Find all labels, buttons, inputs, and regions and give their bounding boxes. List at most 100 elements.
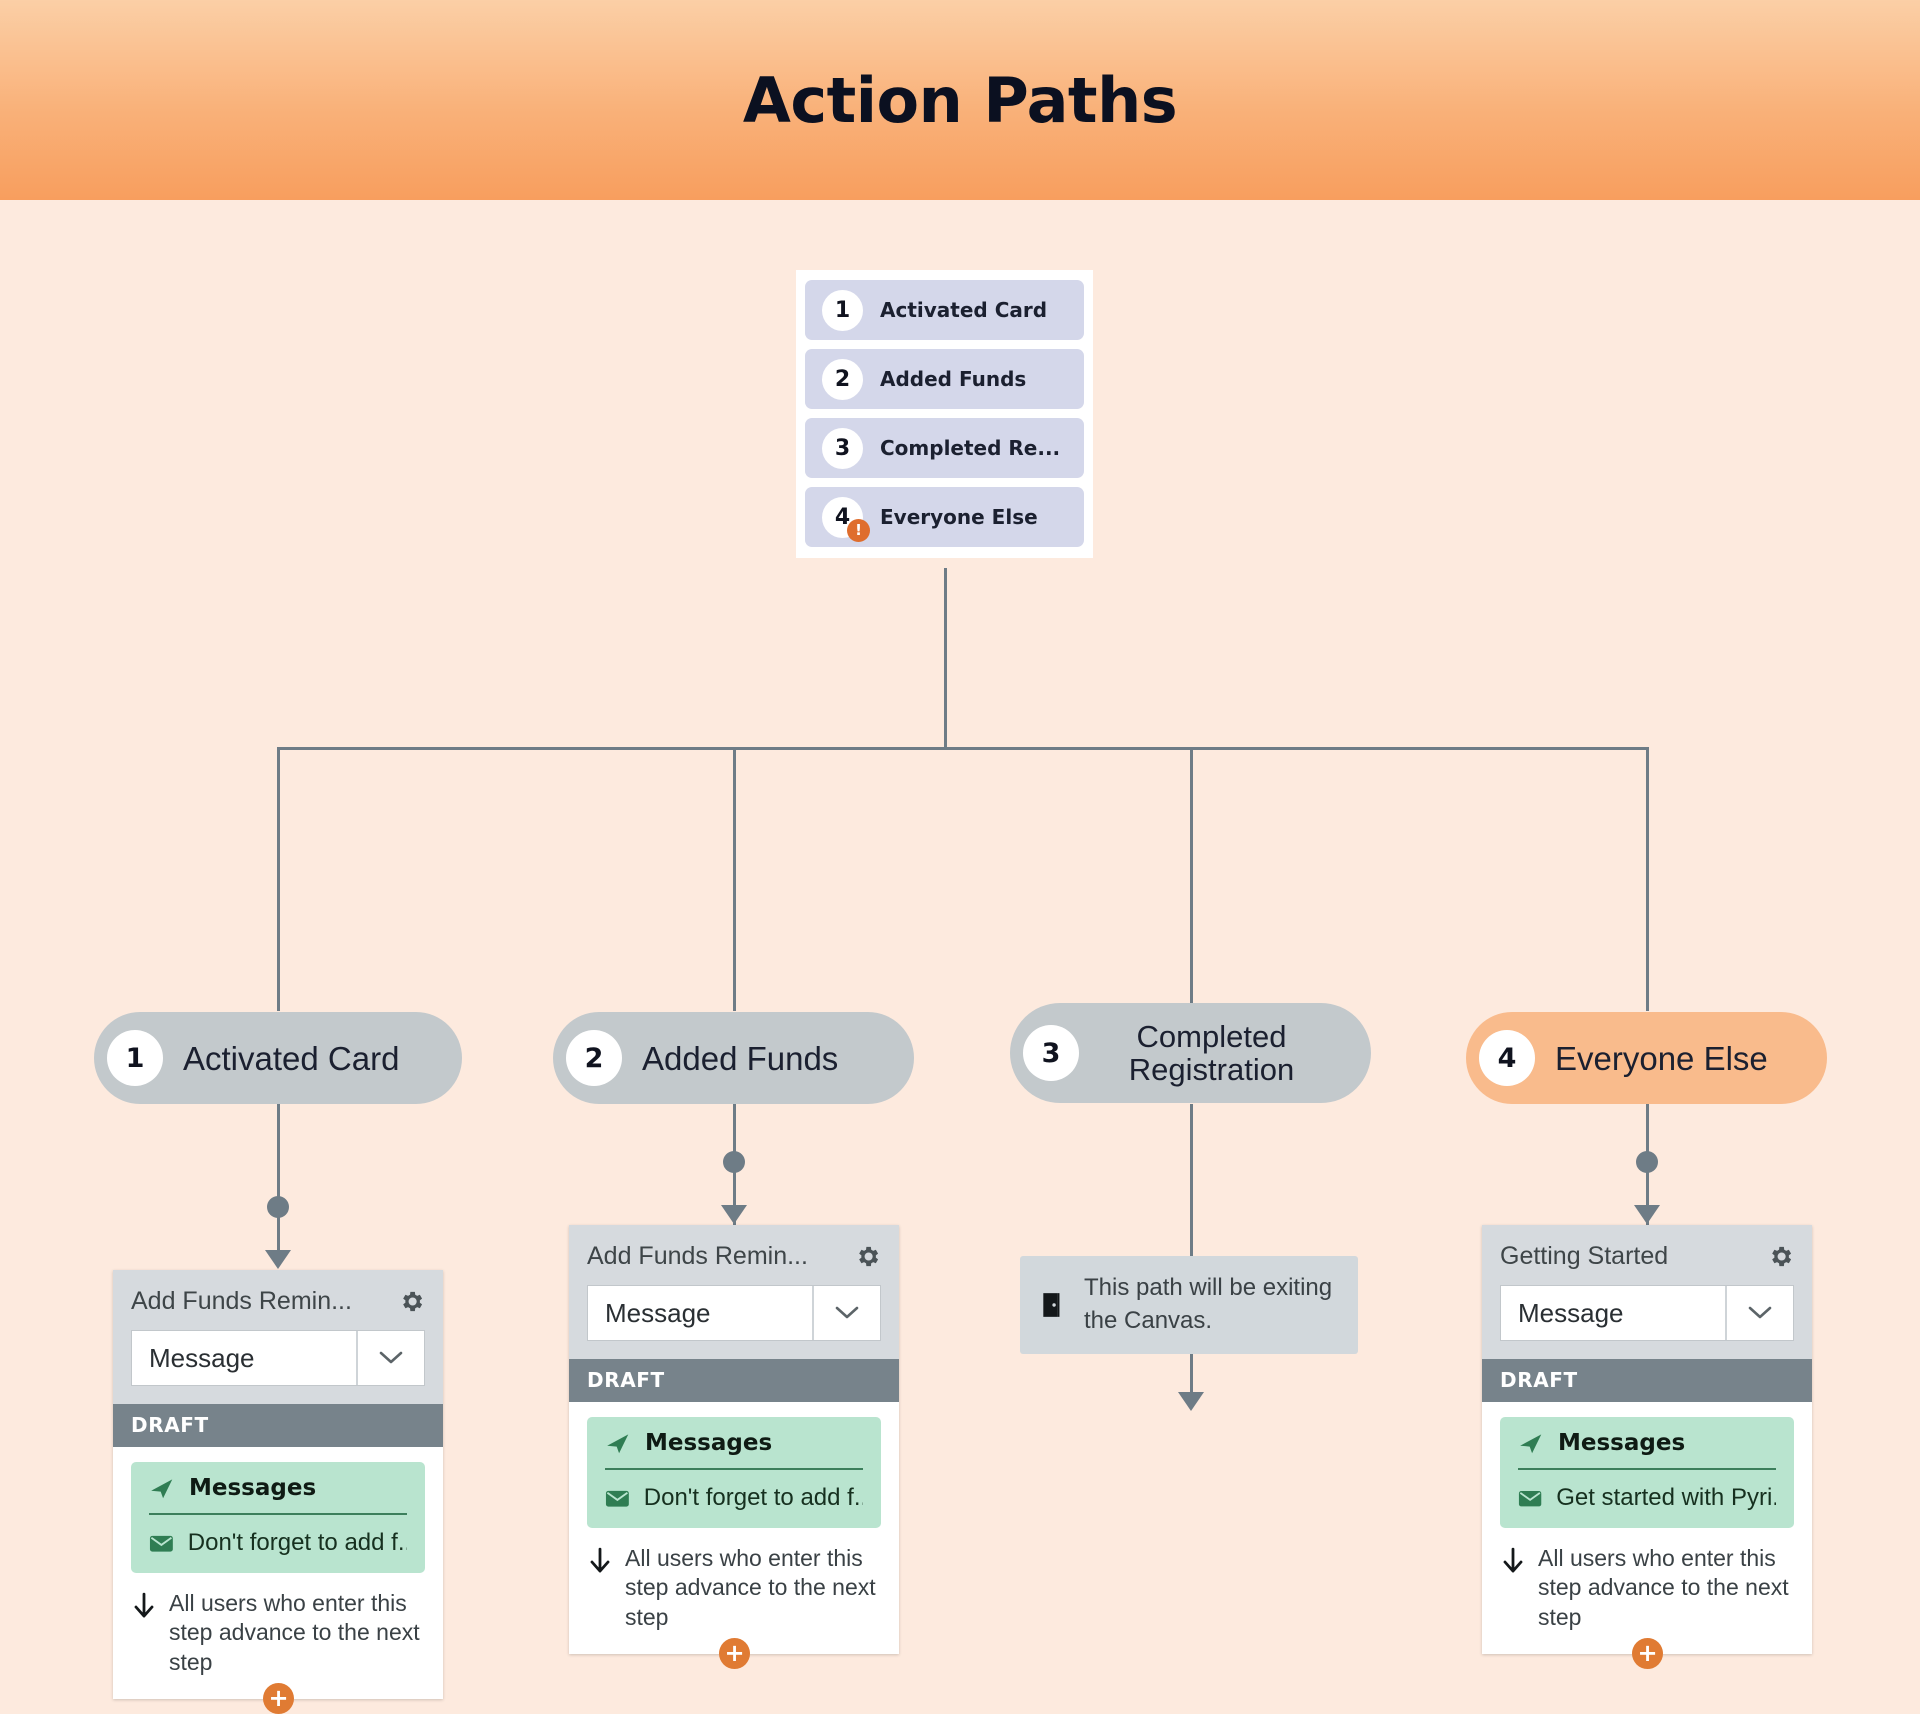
- step-card-header: Add Funds Remin... Message: [113, 1270, 443, 1404]
- chevron-down-icon[interactable]: [356, 1331, 424, 1385]
- warning-icon: !: [847, 518, 870, 542]
- messages-block[interactable]: Messages Don't forget to add f...: [587, 1417, 881, 1528]
- divider: [149, 1513, 407, 1515]
- step-card-3[interactable]: Getting Started Message DRAFT Messages: [1482, 1225, 1812, 1670]
- arrow-down-icon: [1634, 1205, 1660, 1224]
- advance-rule: All users who enter this step advance to…: [587, 1544, 881, 1632]
- gear-icon[interactable]: [1767, 1243, 1794, 1270]
- step-card-body: Messages Don't forget to add f... All us…: [113, 1447, 443, 1699]
- advance-rule: All users who enter this step advance to…: [131, 1589, 425, 1677]
- envelope-icon: [1518, 1490, 1542, 1506]
- branch-pill-3[interactable]: 3 Completed Registration: [1010, 1003, 1371, 1103]
- paper-plane-icon: [151, 1479, 173, 1499]
- page-banner: Action Paths: [0, 0, 1920, 200]
- legend-number: 4: [834, 504, 851, 530]
- exit-canvas-note: This path will be exiting the Canvas.: [1020, 1256, 1358, 1354]
- connector-branch-4: [1646, 747, 1649, 1011]
- status-badge: DRAFT: [113, 1404, 443, 1447]
- connector-trunk: [944, 568, 947, 748]
- connector-branch-2: [733, 747, 736, 1011]
- chevron-down-icon[interactable]: [1725, 1286, 1793, 1340]
- branch-pill-1[interactable]: 1 Activated Card: [94, 1012, 462, 1104]
- legend-number: 3: [834, 435, 851, 461]
- legend-item-label: Everyone Else: [880, 505, 1038, 529]
- step-card-header-row: Add Funds Remin...: [131, 1287, 425, 1316]
- chevron-down-icon[interactable]: [812, 1286, 880, 1340]
- branch-pill-4[interactable]: 4 Everyone Else: [1466, 1012, 1827, 1104]
- step-card-header-row: Getting Started: [1500, 1242, 1794, 1271]
- add-step-button[interactable]: +: [1632, 1638, 1663, 1670]
- divider: [1518, 1468, 1776, 1470]
- message-item-label: Don't forget to add f...: [643, 1484, 863, 1511]
- message-item-label: Don't forget to add f...: [187, 1529, 407, 1556]
- step-card-title: Getting Started: [1500, 1242, 1669, 1270]
- message-item-label: Get started with Pyri...: [1556, 1484, 1776, 1511]
- paper-plane-icon: [1520, 1434, 1542, 1454]
- messages-header-row: Messages: [1518, 1430, 1776, 1456]
- message-list-item[interactable]: Get started with Pyri...: [1518, 1484, 1776, 1512]
- branch-number-badge: 2: [566, 1030, 622, 1086]
- legend-item-1[interactable]: 1 Activated Card: [805, 280, 1084, 340]
- step-card-title: Add Funds Remin...: [587, 1242, 808, 1270]
- legend-number: 1: [834, 297, 851, 323]
- branch-label: Completed Registration: [1128, 1018, 1295, 1087]
- branch-pill-2[interactable]: 2 Added Funds: [553, 1012, 914, 1104]
- step-card-2[interactable]: Add Funds Remin... Message DRAFT Messa: [569, 1225, 899, 1670]
- messages-header-row: Messages: [605, 1430, 863, 1456]
- branch-label: Added Funds: [642, 1039, 839, 1077]
- entry-node-legend[interactable]: 1 Activated Card 2 Added Funds 3 Complet…: [796, 270, 1093, 558]
- door-exit-icon: [1043, 1293, 1060, 1317]
- paper-plane-icon: [607, 1434, 629, 1454]
- gear-icon[interactable]: [398, 1288, 425, 1315]
- legend-item-label: Activated Card: [880, 298, 1048, 322]
- messages-block[interactable]: Messages Get started with Pyri...: [1500, 1417, 1794, 1528]
- add-step-label: +: [1637, 1639, 1658, 1668]
- step-card-title: Add Funds Remin...: [131, 1287, 352, 1315]
- legend-number-badge: 1: [822, 289, 863, 331]
- flow-canvas: 1 Activated Card 2 Added Funds 3 Complet…: [0, 200, 1920, 1714]
- add-step-button[interactable]: +: [263, 1683, 294, 1714]
- messages-block[interactable]: Messages Don't forget to add f...: [131, 1462, 425, 1573]
- arrow-down-icon: [1503, 1547, 1523, 1573]
- legend-number-badge: 4 !: [822, 496, 870, 542]
- step-card-header: Add Funds Remin... Message: [569, 1225, 899, 1359]
- status-badge: DRAFT: [1482, 1359, 1812, 1402]
- legend-item-label: Added Funds: [880, 367, 1027, 391]
- legend-item-2[interactable]: 2 Added Funds: [805, 349, 1084, 409]
- legend-item-4[interactable]: 4 ! Everyone Else: [805, 487, 1084, 547]
- legend-item-3[interactable]: 3 Completed Re...: [805, 418, 1084, 478]
- connector-branch-3: [1190, 747, 1193, 1011]
- legend-number-badge: 3: [822, 427, 863, 469]
- message-type-select[interactable]: Message: [587, 1285, 881, 1341]
- step-card-body: Messages Get started with Pyri... All us…: [1482, 1402, 1812, 1654]
- advance-rule-text: All users who enter this step advance to…: [625, 1545, 876, 1630]
- divider: [605, 1468, 863, 1470]
- message-type-select[interactable]: Message: [131, 1330, 425, 1386]
- add-step-button[interactable]: +: [719, 1638, 750, 1670]
- connector-card-4: [1646, 1104, 1649, 1256]
- message-list-item[interactable]: Don't forget to add f...: [605, 1484, 863, 1512]
- exit-canvas-text: This path will be exiting the Canvas.: [1084, 1274, 1333, 1334]
- envelope-icon: [149, 1535, 173, 1552]
- messages-header-label: Messages: [189, 1475, 317, 1501]
- message-type-value: Message: [1518, 1297, 1624, 1328]
- envelope-icon: [605, 1490, 629, 1507]
- step-card-header: Getting Started Message: [1482, 1225, 1812, 1359]
- branch-number-badge: 1: [107, 1030, 163, 1086]
- message-list-item[interactable]: Don't forget to add f...: [149, 1529, 407, 1557]
- arrow-down-icon: [134, 1592, 154, 1618]
- step-card-1[interactable]: Add Funds Remin... Message DRAFT Messa: [113, 1270, 443, 1714]
- gear-icon[interactable]: [854, 1243, 881, 1270]
- step-card-header-row: Add Funds Remin...: [587, 1242, 881, 1271]
- connector-card-1: [277, 1104, 280, 1256]
- arrow-down-icon: [1178, 1392, 1204, 1411]
- message-type-select[interactable]: Message: [1500, 1285, 1794, 1341]
- message-type-value: Message: [605, 1297, 711, 1328]
- advance-rule-text: All users who enter this step advance to…: [169, 1590, 420, 1675]
- status-badge: DRAFT: [569, 1359, 899, 1402]
- messages-header-label: Messages: [645, 1430, 773, 1456]
- branch-number: 1: [125, 1042, 145, 1074]
- page-title: Action Paths: [742, 63, 1178, 137]
- connector-dot-1: [267, 1196, 289, 1218]
- add-step-label: +: [724, 1639, 745, 1668]
